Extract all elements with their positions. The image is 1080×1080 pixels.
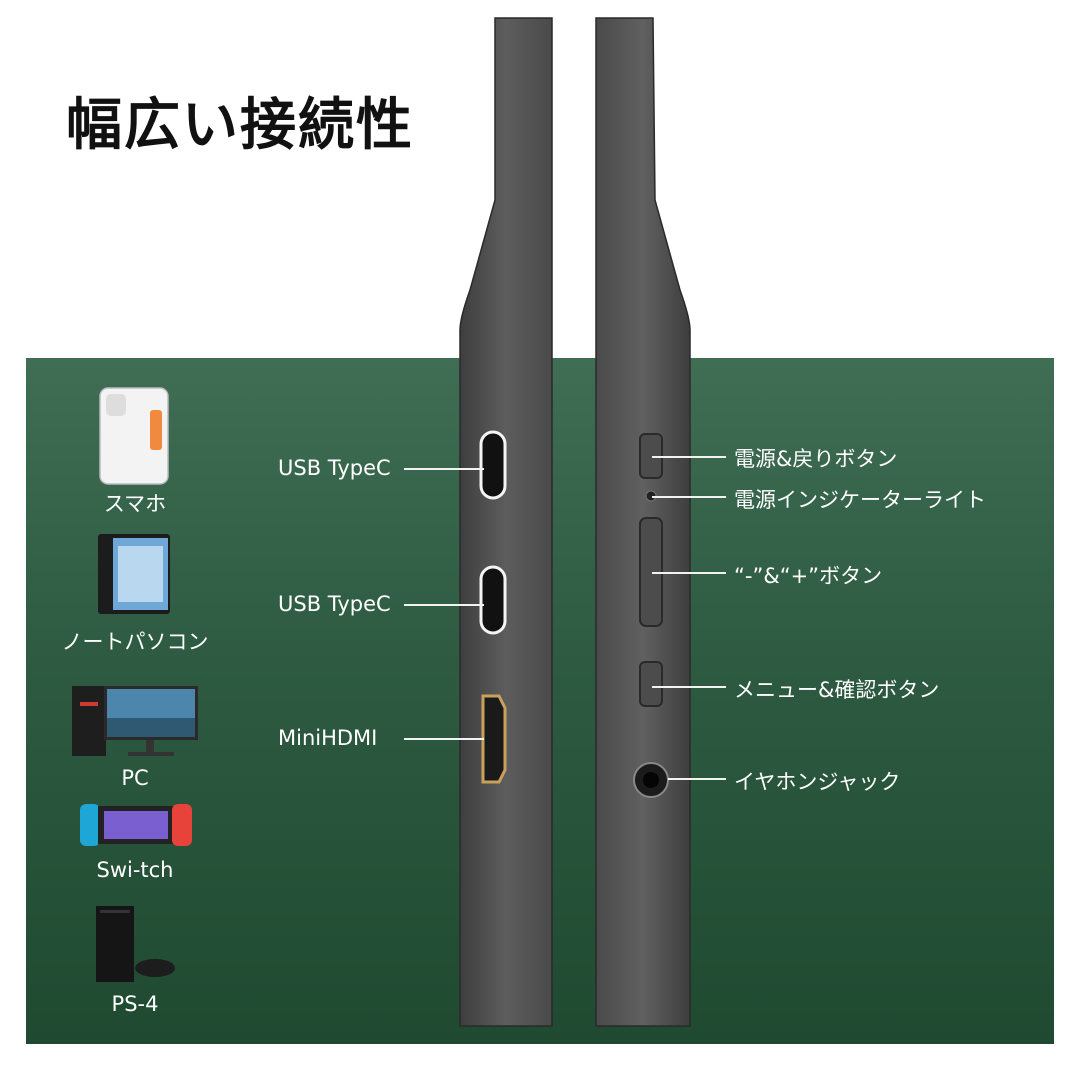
device-label-smartphone: スマホ (103, 492, 167, 516)
mini-hdmi-port (481, 694, 507, 784)
control-label-earphone-jack: イヤホンジャック (734, 770, 901, 794)
leader-line (652, 572, 726, 574)
device-label-pc: PC (121, 766, 149, 790)
page-title: 幅広い接続性 (66, 93, 414, 158)
device-label-laptop: ノートパソコン (61, 630, 209, 654)
game-console-icon (96, 906, 175, 982)
leader-line (652, 456, 726, 458)
game-console-handheld-icon (80, 804, 192, 846)
device-label-switch: Swi-tch (96, 858, 174, 882)
control-label-menu-confirm: メニュー&確認ボタン (734, 678, 940, 702)
usb-c-port-2 (479, 565, 507, 635)
control-label-power-back: 電源&戻りボタン (734, 447, 898, 471)
port-label-usb-typec-1: USB TypeC (278, 456, 391, 480)
port-label-minihdmi: MiniHDMI (278, 726, 378, 750)
leader-line (404, 468, 484, 470)
leader-line (652, 686, 726, 688)
port-label-usb-typec-2: USB TypeC (278, 592, 391, 616)
leader-line (668, 778, 726, 780)
leader-line (404, 604, 484, 606)
monitor-left-edge (459, 17, 553, 1027)
menu-confirm-button (639, 661, 663, 707)
smartphone-icon (99, 387, 169, 485)
leader-line (404, 738, 484, 740)
leader-line (652, 496, 726, 498)
control-label-power-indicator: 電源インジケーターライト (734, 488, 986, 512)
device-label-ps4: PS-4 (111, 992, 159, 1016)
control-label-volume: “-”&“+”ボタン (734, 564, 883, 588)
usb-c-port-1 (479, 430, 507, 500)
tablet-laptop-icon (98, 534, 170, 614)
desktop-pc-icon (72, 686, 198, 756)
